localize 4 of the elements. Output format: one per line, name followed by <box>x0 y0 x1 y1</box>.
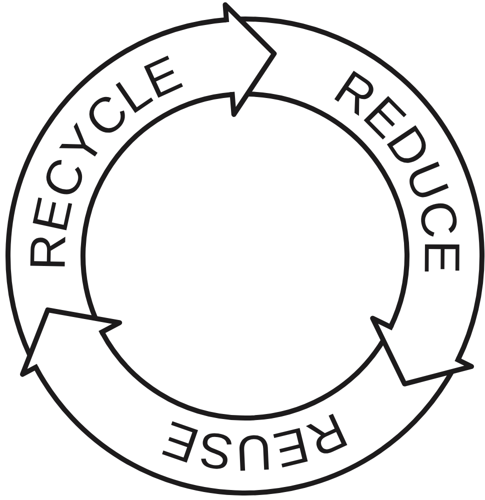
arrowhead <box>222 2 277 117</box>
arc-label: REUSE <box>156 402 356 482</box>
arrowhead <box>370 316 474 386</box>
arrowhead <box>20 307 122 377</box>
